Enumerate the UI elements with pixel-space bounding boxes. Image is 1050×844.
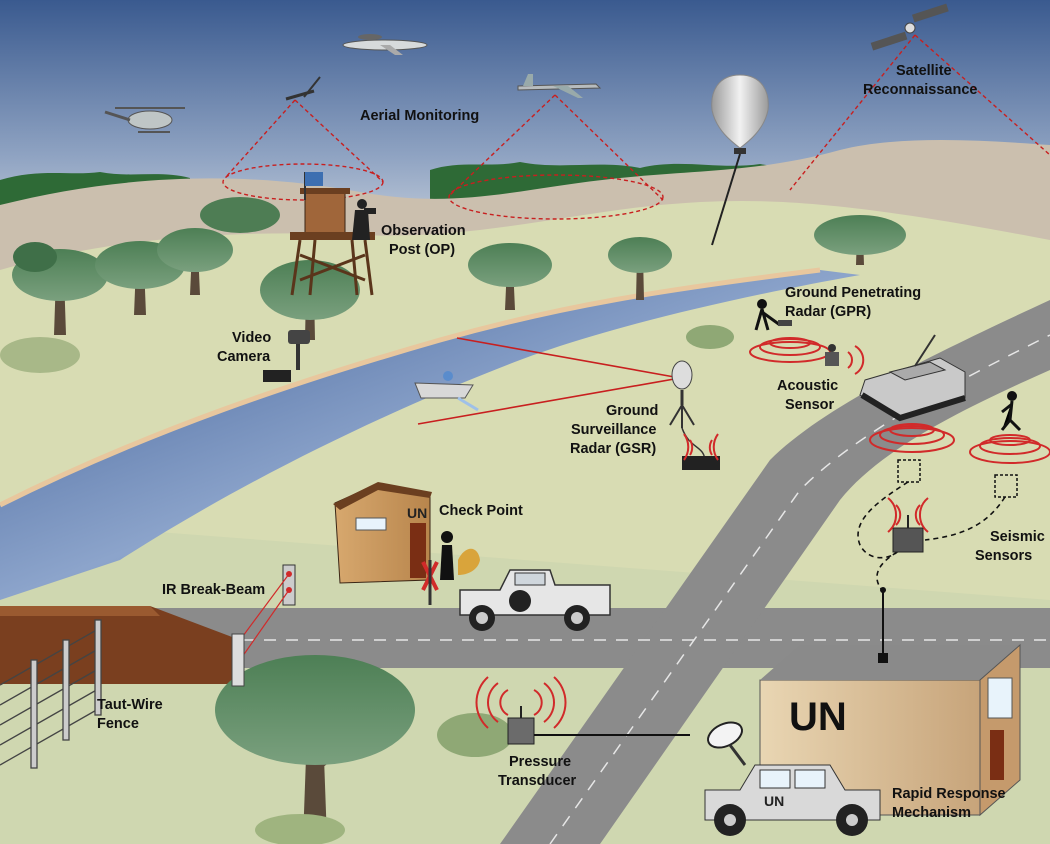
un-jeep-text: UN: [764, 793, 784, 809]
pressure-transducer-icon: [475, 676, 690, 745]
label-rrm-line1: Rapid Response: [892, 786, 1006, 802]
river-bank-left: [0, 606, 240, 684]
acoustic-sensor-icon: [825, 344, 865, 375]
taut-wire-fence-icon: [0, 619, 102, 769]
label-op-line2: Post (OP): [389, 242, 455, 258]
river: [0, 270, 860, 600]
un-hut-text: UN: [407, 505, 427, 521]
label-aerial-monitoring: Aerial Monitoring: [360, 108, 479, 124]
fighter-jet-icon: [517, 74, 602, 98]
labels: Aerial Monitoring Satellite Reconnaissan…: [97, 63, 1045, 821]
humvee-icon: UN: [704, 721, 881, 836]
un-building-text: UN: [789, 695, 847, 739]
satellite-icon: [870, 3, 949, 51]
label-acoustic-line1: Acoustic: [777, 378, 838, 394]
label-fence-line2: Fence: [97, 716, 139, 732]
ground-surveillance-radar-icon: [669, 360, 720, 470]
observation-post-icon: [290, 172, 376, 296]
barrier-icon: [421, 560, 439, 605]
boat-icon: [414, 371, 479, 412]
label-rrm-line2: Mechanism: [892, 805, 971, 821]
label-pressure-line2: Transducer: [498, 773, 577, 789]
label-gpr-line2: Radar (GPR): [785, 304, 871, 320]
vehicle-seismic-waves: [869, 423, 955, 453]
ir-break-beam-icon: [231, 564, 296, 687]
video-camera-icon: [263, 330, 310, 382]
guard-and-dog-icon: [440, 531, 480, 580]
pickup-truck-icon: [459, 569, 611, 631]
aerial-coverage-cones: [222, 34, 1050, 220]
label-gsr-line3: Radar (GSR): [570, 441, 656, 457]
trees: [0, 197, 906, 844]
drone-icon: [285, 76, 321, 101]
label-gsr-line1: Ground: [606, 403, 658, 419]
label-video-line1: Video: [232, 330, 271, 346]
label-seismic-line2: Sensors: [975, 548, 1032, 564]
label-gsr-line2: Surveillance: [571, 422, 656, 438]
seismic-sensors-icon: [857, 459, 1018, 591]
label-ir-beam: IR Break-Beam: [162, 582, 265, 598]
label-video-line2: Camera: [217, 349, 271, 365]
label-op-line1: Observation: [381, 223, 466, 239]
label-seismic-line1: Seismic: [990, 529, 1045, 545]
river-bank: [0, 267, 821, 508]
armored-vehicle-icon: [859, 334, 966, 422]
label-satellite-line1: Satellite: [896, 63, 952, 79]
label-check-point: Check Point: [439, 503, 523, 519]
helicopter-icon: [104, 107, 185, 133]
label-pressure-line1: Pressure: [509, 754, 571, 770]
label-satellite-line2: Reconnaissance: [863, 82, 977, 98]
balloon-icon: [711, 74, 769, 246]
awacs-plane-icon: [342, 34, 428, 55]
label-acoustic-line2: Sensor: [785, 397, 835, 413]
label-fence-line1: Taut-Wire: [97, 697, 163, 713]
gsr-beams: [417, 337, 681, 425]
check-point-hut-icon: UN: [333, 482, 432, 584]
label-gpr-line1: Ground Penetrating: [785, 285, 921, 301]
intruder-icon: [969, 391, 1050, 464]
